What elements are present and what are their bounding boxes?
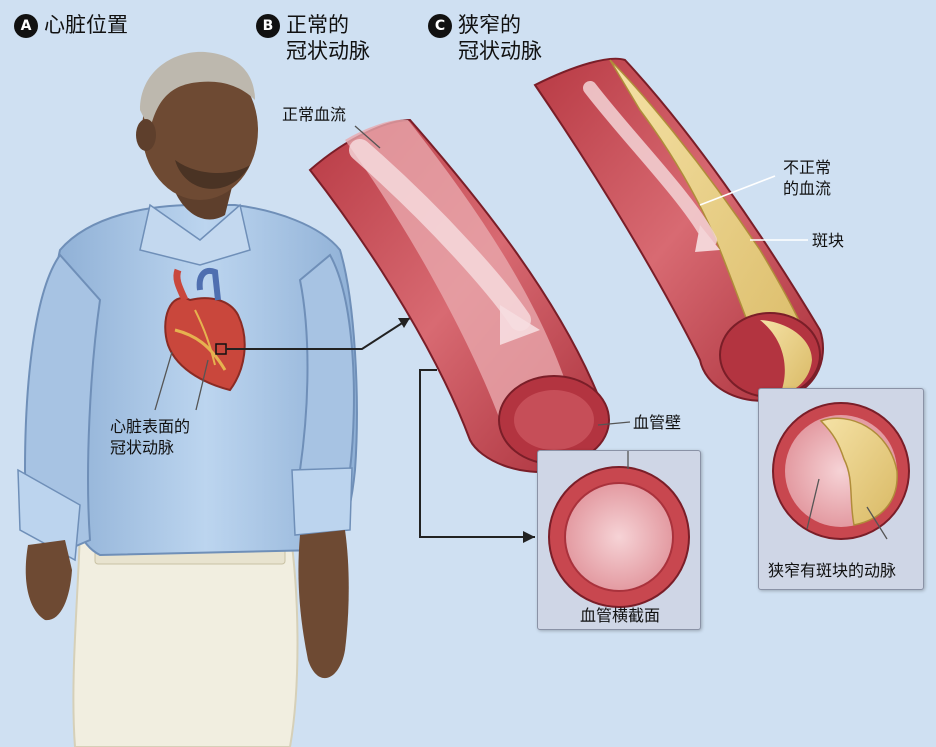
connector-arrow-bottom [419, 369, 535, 538]
narrowed-cross-section [772, 402, 910, 540]
heart-surface-label-line2: 冠状动脉 [110, 438, 175, 457]
normal-flow-leader [354, 125, 381, 149]
connector-arrow-top [226, 317, 411, 350]
man-figure [17, 51, 358, 747]
panel-b-header: B 正常的 冠状动脉 [256, 12, 370, 64]
normal-artery [308, 118, 610, 473]
left-hand [25, 540, 73, 621]
panel-c-header: C 狭窄的 冠状动脉 [428, 12, 542, 64]
panel-b-title-line2: 冠状动脉 [286, 39, 370, 63]
panel-b-title-line1: 正常的 [286, 13, 349, 37]
right-cuff [291, 467, 353, 536]
plaque-label: 斑块 [812, 231, 845, 250]
arrowhead-bottom [523, 531, 535, 543]
beard [175, 160, 250, 189]
heart-label-leader-2 [195, 359, 209, 411]
heart-icon [164, 268, 246, 392]
heart-surface-label-line1: 心脏表面的 [110, 417, 191, 436]
abnormal-flow-label-line1: 不正常 [783, 158, 832, 177]
collar [139, 203, 251, 266]
normal-cross-section-box [537, 449, 701, 630]
arrowhead-top [398, 318, 410, 328]
panel-c-title-line1: 狭窄的 [458, 13, 521, 37]
ear [136, 119, 156, 151]
hair [140, 51, 255, 130]
right-hand [298, 530, 349, 679]
normal-flow-label: 正常血流 [282, 105, 347, 124]
panel-a-header: A 心脏位置 [14, 12, 128, 38]
panel-a-title: 心脏位置 [44, 13, 128, 37]
abnormal-flow-label: 不正常 的血流 [783, 157, 831, 199]
cross-section-label: 血管横截面 [580, 606, 661, 625]
narrowed-cross-section-box [758, 388, 924, 590]
abnormal-flow-label-line2: 的血流 [783, 179, 832, 198]
heart-surface-label: 心脏表面的 冠状动脉 [110, 416, 190, 458]
panel-c-badge: C [428, 14, 452, 38]
trousers [72, 529, 299, 747]
panel-b-badge: B [256, 14, 280, 38]
vessel-wall-leader [597, 421, 631, 426]
panel-c-title-line2: 冠状动脉 [458, 39, 542, 63]
left-cuff [17, 468, 81, 562]
vessel-wall-label: 血管壁 [633, 413, 682, 432]
narrowed-artery [533, 57, 824, 402]
head [142, 60, 258, 200]
heart-label-leader [154, 351, 173, 411]
panel-a-badge: A [14, 14, 38, 38]
narrowed-artery-label: 狭窄有斑块的动脉 [768, 561, 897, 580]
normal-cross-section [548, 449, 690, 608]
abnormal-flow-leader [699, 175, 776, 206]
